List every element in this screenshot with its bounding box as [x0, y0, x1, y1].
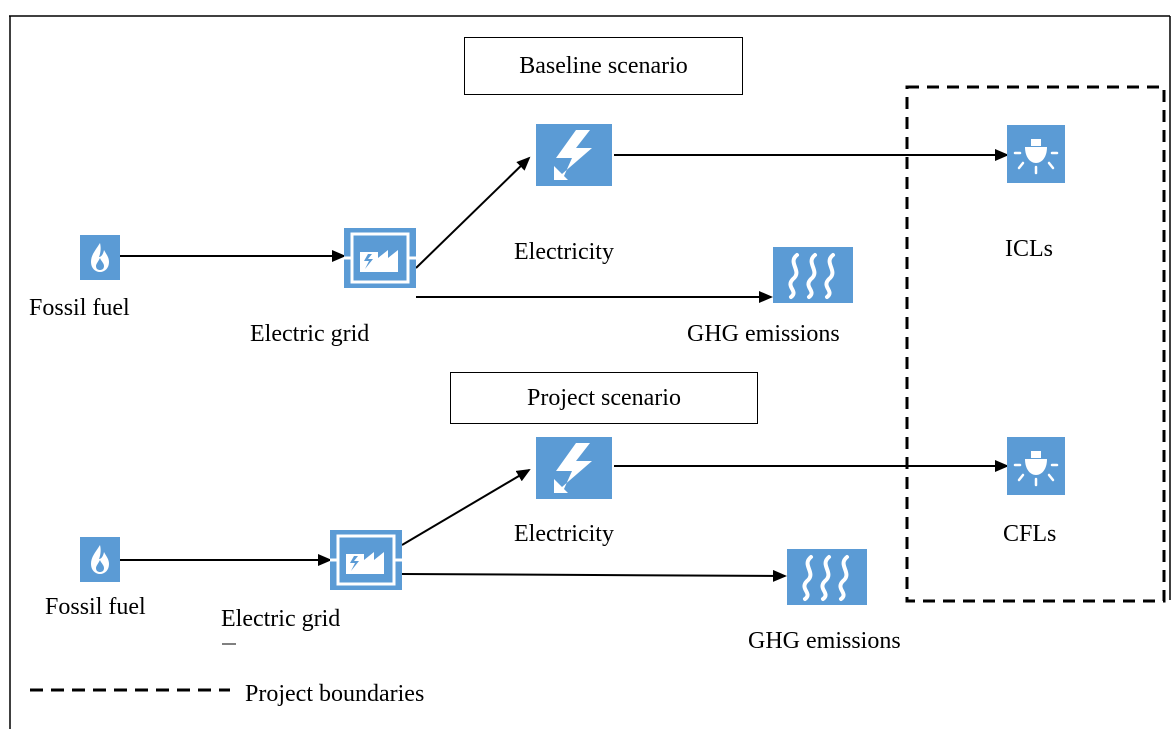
project-electric-grid-label: Electric grid [221, 606, 341, 632]
project-arrow-grid-to-emissions [401, 569, 787, 582]
lightning-icon [536, 437, 612, 499]
light-bulb-icon [1007, 125, 1065, 183]
project-arrow-grid-to-electricity [401, 468, 531, 546]
lightning-icon [536, 124, 612, 186]
baseline-fossil-fuel-label: Fossil fuel [29, 295, 130, 321]
baseline-ghg-emissions-label: GHG emissions [687, 321, 840, 347]
baseline-title-box: Baseline scenario [464, 37, 743, 95]
heat-waves-icon [773, 247, 853, 303]
power-plant-icon [344, 228, 416, 288]
project-boundary-box [905, 85, 1166, 603]
heat-waves-icon [787, 549, 867, 605]
baseline-icls-label: ICLs [1005, 236, 1053, 262]
project-fossil-fuel-label: Fossil fuel [45, 594, 146, 620]
baseline-arrow-grid-to-electricity [415, 156, 531, 269]
project-title: Project scenario [527, 384, 681, 411]
project-electricity-label: Electricity [514, 521, 614, 547]
project-ghg-emissions-label: GHG emissions [748, 628, 901, 654]
flame-icon [80, 235, 120, 280]
light-bulb-icon [1007, 437, 1065, 495]
baseline-electricity-label: Electricity [514, 239, 614, 265]
project-cfls-label: CFLs [1003, 521, 1057, 547]
legend-label: Project boundaries [245, 681, 425, 707]
baseline-electric-grid-label: Electric grid [250, 321, 370, 347]
power-plant-icon [330, 530, 402, 590]
baseline-title: Baseline scenario [519, 52, 688, 79]
project-title-box: Project scenario [450, 372, 758, 424]
flame-icon [80, 537, 120, 582]
